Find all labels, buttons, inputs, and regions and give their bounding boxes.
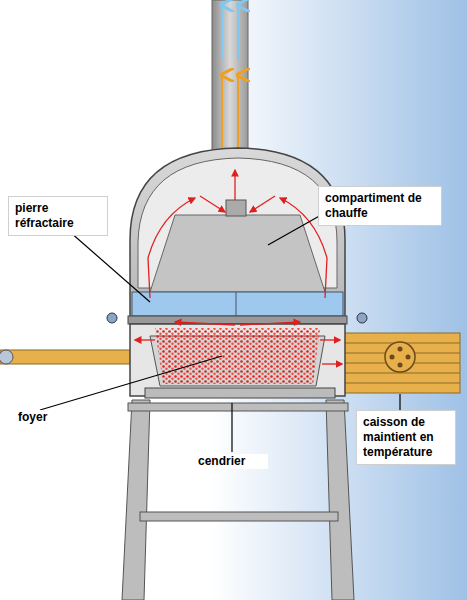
part-label: pierre réfractaire xyxy=(8,196,108,236)
part-label: foyer xyxy=(18,410,68,425)
part-label: caisson de maintient en température xyxy=(356,410,456,465)
part-label: compartiment de chauffe xyxy=(318,186,442,226)
part-label: cendrier xyxy=(198,454,268,469)
